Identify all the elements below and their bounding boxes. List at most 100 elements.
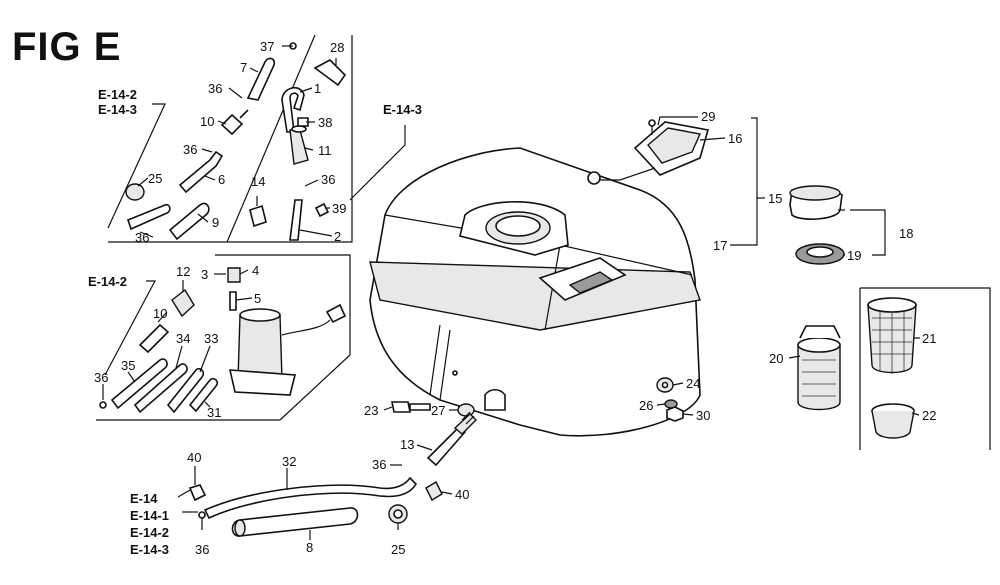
callout-34: 34: [176, 331, 190, 346]
callout-16: 16: [728, 131, 742, 146]
callout-32: 32: [282, 454, 296, 469]
clip-36-bottom: [198, 511, 206, 519]
clip-36-lower: [99, 401, 107, 409]
callout-6: 6: [218, 172, 225, 187]
clamp-25-lower: [388, 504, 408, 524]
tank-cap: [789, 185, 843, 220]
callout-30: 30: [696, 408, 710, 423]
fitting-10-upper: [220, 109, 249, 136]
leader-lines: [102, 45, 920, 540]
figure-title: FIG E: [12, 25, 121, 69]
hose-34: [133, 363, 188, 414]
fitting-10-lower: [138, 323, 170, 354]
callout-40-b: 40: [455, 487, 469, 502]
clip-40-left: [188, 484, 207, 502]
pump-pin-5: [229, 291, 237, 311]
callout-31: 31: [207, 405, 221, 420]
callout-14: 14: [251, 174, 265, 189]
callout-15: 15: [768, 191, 782, 206]
clip-28: [313, 59, 347, 87]
callout-27: 27: [431, 403, 445, 418]
callout-21: 21: [922, 331, 936, 346]
ref-e-14-2-bottom[interactable]: E-14-2: [130, 525, 169, 540]
callout-36-f: 36: [372, 457, 386, 472]
part-callouts: 37 28 7 36 1 10 38 36 11 36 25 6 14 39 3…: [94, 39, 936, 557]
hose-1: [281, 86, 305, 133]
nut-30: [666, 406, 684, 422]
ref-e-14-bottom[interactable]: E-14: [130, 491, 158, 506]
ref-e-14-3-bottom[interactable]: E-14-3: [130, 542, 169, 557]
clip-14: [249, 204, 267, 228]
clamp-25-upper: [125, 183, 145, 201]
callout-33: 33: [204, 331, 218, 346]
callout-28: 28: [330, 40, 344, 55]
washer-27: [457, 403, 475, 417]
section-references: E-14-2 E-14-3 E-14-3 E-14-2 E-14 E-14-1 …: [88, 87, 422, 557]
callout-7: 7: [240, 60, 247, 75]
strainer-small: [797, 325, 841, 411]
pump-spring-4: [227, 267, 241, 283]
clip-39: [314, 202, 330, 218]
fuel-pump: [228, 303, 347, 396]
panel-frames: [96, 34, 991, 450]
hose-33: [166, 367, 205, 414]
callout-20: 20: [769, 351, 783, 366]
callout-22: 22: [922, 408, 936, 423]
callout-36-b: 36: [183, 142, 197, 157]
ref-e-14-3-top[interactable]: E-14-3: [98, 102, 137, 117]
clamp-12: [171, 288, 195, 318]
cap-gasket: [795, 243, 845, 265]
callout-36-d: 36: [135, 230, 149, 245]
clip-40-right: [425, 481, 443, 501]
callout-17: 17: [713, 238, 727, 253]
callout-2: 2: [334, 229, 341, 244]
callout-10-b: 10: [153, 306, 167, 321]
callout-38: 38: [318, 115, 332, 130]
callout-3: 3: [201, 267, 208, 282]
callout-5: 5: [254, 291, 261, 306]
hose-32: [203, 476, 418, 520]
callout-36-g: 36: [195, 542, 209, 557]
ref-e-14-2-mid[interactable]: E-14-2: [88, 274, 127, 289]
hose-35: [110, 358, 168, 410]
hose-31: [188, 377, 219, 413]
hose-8: [231, 507, 359, 537]
hose-2: [289, 199, 303, 241]
callout-9: 9: [212, 215, 219, 230]
hose-7: [246, 57, 276, 101]
callout-36-c: 36: [321, 172, 335, 187]
callout-4: 4: [252, 263, 259, 278]
callout-25-a: 25: [148, 171, 162, 186]
callout-10-a: 10: [200, 114, 214, 129]
callout-24: 24: [686, 376, 700, 391]
callout-8: 8: [306, 540, 313, 555]
callout-39: 39: [332, 201, 346, 216]
callout-12: 12: [176, 264, 190, 279]
strainer-large: [867, 297, 917, 374]
callout-11: 11: [318, 143, 332, 158]
strainer-ring: [871, 403, 915, 439]
hose-6: [178, 150, 224, 194]
ref-e-14-2-top[interactable]: E-14-2: [98, 87, 137, 102]
callout-13: 13: [400, 437, 414, 452]
callout-37: 37: [260, 39, 274, 54]
callout-29: 29: [701, 109, 715, 124]
callout-35: 35: [121, 358, 135, 373]
ref-e-14-3-tank[interactable]: E-14-3: [383, 102, 422, 117]
callout-23: 23: [364, 403, 378, 418]
ref-e-14-1-bottom[interactable]: E-14-1: [130, 508, 169, 523]
callout-18: 18: [899, 226, 913, 241]
callout-36-e: 36: [94, 370, 108, 385]
callout-40-a: 40: [187, 450, 201, 465]
callout-36-a: 36: [208, 81, 222, 96]
callout-19: 19: [847, 248, 861, 263]
callout-25-b: 25: [391, 542, 405, 557]
fuel-tank: [369, 147, 701, 437]
fuel-filter-11: [289, 125, 309, 165]
hose-9: [168, 202, 210, 241]
hose-36-upper: [127, 203, 171, 231]
washer-24: [656, 377, 674, 393]
callout-26: 26: [639, 398, 653, 413]
clip-38: [297, 117, 309, 127]
